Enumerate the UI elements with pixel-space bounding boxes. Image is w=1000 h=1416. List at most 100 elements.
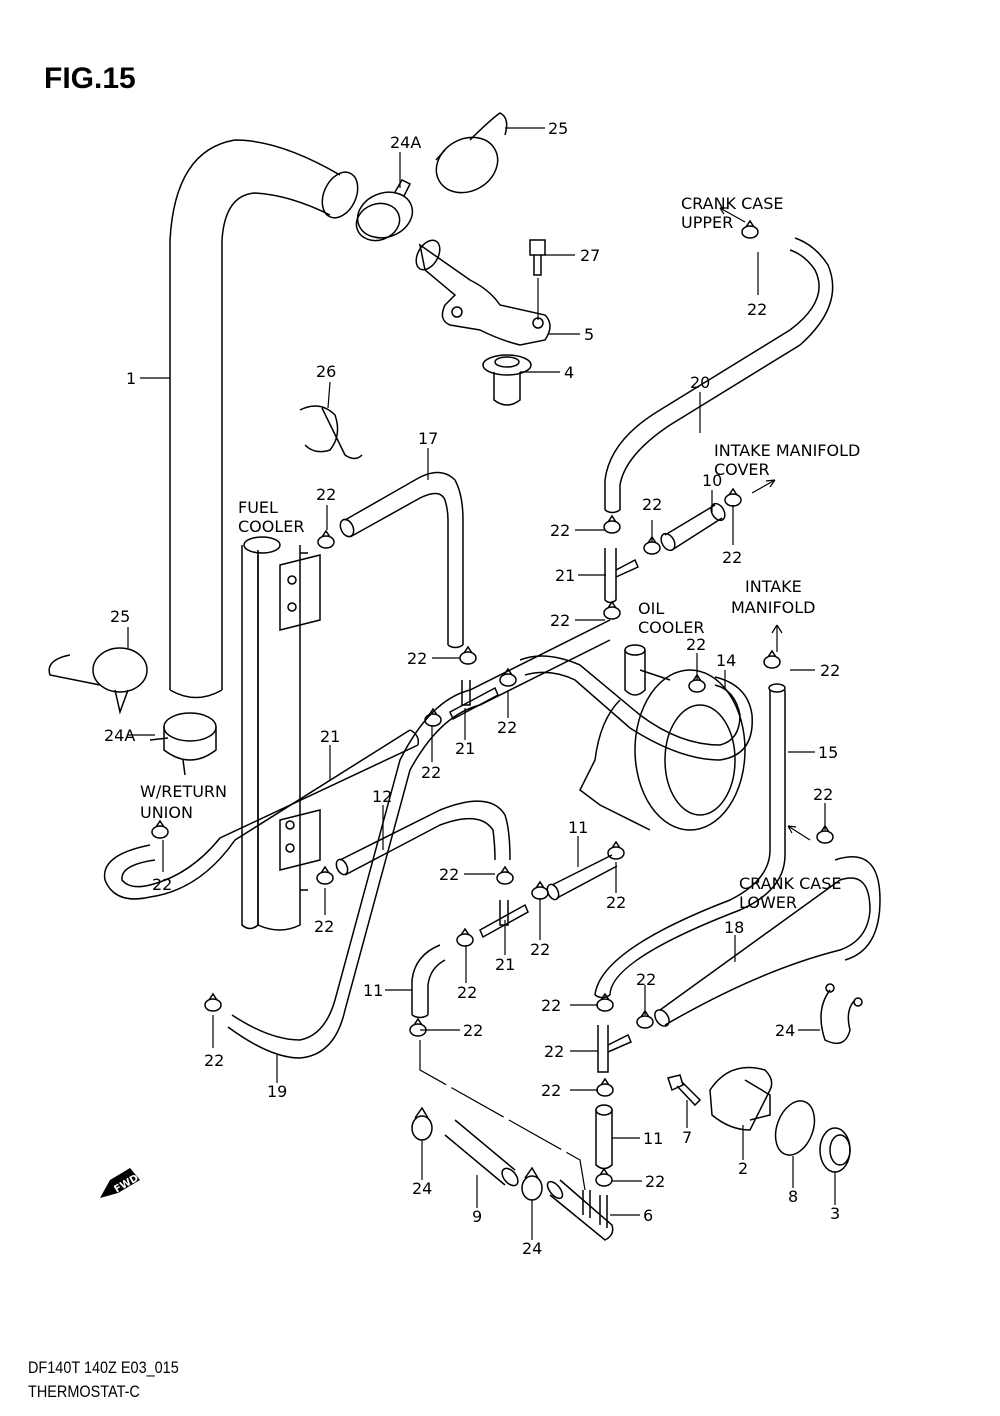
hose-14[interactable] (519, 655, 753, 761)
clip-22[interactable] (316, 865, 334, 885)
note-oil-cooler-2: COOLER (638, 618, 705, 637)
leader-lines (127, 127, 836, 1240)
clip-23-left[interactable] (411, 1106, 433, 1141)
joint-21-upper[interactable] (604, 548, 639, 604)
section-name: THERMOSTAT-C (28, 1382, 140, 1401)
callout-25: 24 (775, 1021, 795, 1040)
hose-20[interactable] (103, 729, 420, 900)
joint-21-lower[interactable] (597, 1025, 632, 1073)
clamp-25[interactable] (820, 983, 863, 1045)
note-intake-manifold-2: MANIFOLD (731, 598, 815, 617)
clip-22[interactable] (607, 840, 625, 860)
callout-22: 22 (439, 865, 459, 884)
hose-18[interactable] (227, 619, 611, 1059)
thermostat-cap-3[interactable] (819, 1127, 851, 1173)
union-6[interactable] (545, 1179, 614, 1241)
note-fuel-cooler-1: FUEL (238, 498, 278, 517)
callout-22: 22 (686, 635, 706, 654)
callout-16: 17 (418, 429, 438, 448)
clip-22[interactable] (499, 667, 517, 687)
thermostat-housing-2[interactable] (709, 1066, 773, 1131)
callout-2: 2 (738, 1159, 748, 1178)
callout-23-right: 24 (522, 1239, 542, 1258)
callout-22: 22 (530, 940, 550, 959)
note-crank-case-upper-2: UPPER (681, 213, 733, 232)
callout-22: 22 (316, 485, 336, 504)
oil-cooler (579, 644, 746, 831)
clip-22[interactable] (741, 219, 759, 239)
note-w-return-union-2: UNION (140, 803, 193, 822)
callout-22: 22 (636, 970, 656, 989)
clip-22[interactable] (595, 1167, 613, 1187)
callout-14: 14 (716, 651, 736, 670)
callout-17: 18 (724, 918, 744, 937)
clip-22[interactable] (531, 880, 549, 900)
clip-22[interactable] (459, 645, 477, 665)
hose-13[interactable] (334, 800, 511, 876)
callout-22: 22 (457, 983, 477, 1002)
bolt-7[interactable] (667, 1074, 702, 1107)
hose-9[interactable] (444, 1119, 521, 1189)
note-crank-case-lower-1: CRANK CASE (739, 874, 842, 893)
callout-22: 22 (820, 661, 840, 680)
hose-11-lower[interactable] (595, 1104, 613, 1170)
callout-21-left: 21 (455, 739, 475, 758)
clip-22[interactable] (424, 707, 442, 727)
callout-11-lower: 11 (643, 1129, 663, 1148)
clip-22[interactable] (603, 514, 621, 534)
clip-22[interactable] (409, 1017, 427, 1037)
clamp-24-left[interactable] (149, 712, 217, 776)
note-oil-cooler-1: OIL (638, 599, 664, 618)
clip-24a-top[interactable] (426, 112, 508, 204)
hose-11-upper[interactable] (411, 944, 446, 1019)
callout-22: 22 (550, 521, 570, 540)
direction-arrows (719, 207, 811, 841)
note-crank-case-lower-2: LOWER (739, 893, 797, 912)
hose-10[interactable] (658, 501, 727, 553)
callout-24a-top: 25 (548, 119, 568, 138)
callout-20: 21 (320, 727, 340, 746)
hose-15[interactable] (594, 683, 786, 999)
clip-22[interactable] (724, 487, 742, 507)
hose-1[interactable] (169, 139, 365, 699)
clip-22[interactable] (496, 865, 514, 885)
callout-1: 1 (126, 369, 136, 388)
clip-22[interactable] (151, 819, 169, 839)
clip-group-22 (151, 219, 834, 1187)
joint-21-mid[interactable] (479, 900, 529, 939)
clip-22[interactable] (603, 600, 621, 620)
callout-22: 22 (497, 718, 517, 737)
model-code: DF140T 140Z E03_015 (28, 1358, 179, 1377)
note-fuel-cooler-2: COOLER (238, 517, 305, 536)
hose-16[interactable] (338, 471, 464, 649)
clip-22[interactable] (317, 529, 335, 549)
callout-8: 8 (788, 1187, 798, 1206)
note-intake-manifold-cover-2: COVER (714, 460, 770, 479)
joint-21-left[interactable] (449, 680, 499, 721)
callout-23-left: 24 (412, 1179, 432, 1198)
clip-23-right[interactable] (521, 1166, 543, 1201)
hose-19[interactable] (604, 237, 834, 514)
o-ring-8[interactable] (769, 1096, 822, 1161)
clamp-26[interactable] (299, 405, 363, 460)
bolt-27[interactable] (529, 239, 546, 320)
clip-22[interactable] (204, 992, 222, 1012)
clip-22[interactable] (763, 649, 781, 669)
hose-17[interactable] (652, 856, 881, 1029)
callout-7: 7 (682, 1128, 692, 1147)
note-w-return-union-1: W/RETURN (140, 782, 227, 801)
callout-24-top: 24A (390, 133, 421, 152)
clip-22[interactable] (596, 1077, 614, 1097)
callout-22: 22 (606, 893, 626, 912)
callout-22: 22 (421, 763, 441, 782)
note-intake-manifold-cover-1: INTAKE MANIFOLD (714, 441, 860, 460)
thermostat-4[interactable] (482, 354, 532, 406)
thermostat-cover-5[interactable] (411, 236, 551, 346)
callout-22: 22 (407, 649, 427, 668)
clip-24a-left[interactable] (48, 647, 148, 715)
clip-22[interactable] (456, 927, 474, 947)
callout-4: 4 (564, 363, 574, 382)
routing-line (419, 1040, 586, 1191)
clamp-24-top[interactable] (351, 179, 419, 246)
